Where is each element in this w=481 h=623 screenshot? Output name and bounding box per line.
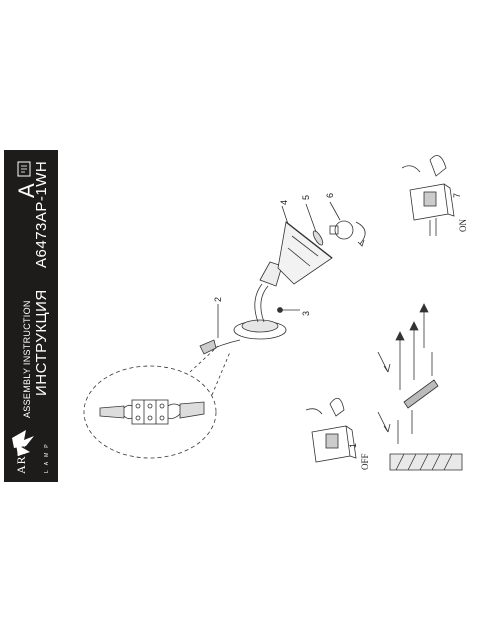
header-banner: [4, 150, 58, 482]
section-letter: A: [14, 183, 39, 198]
junction-box-off: [305, 397, 357, 463]
brand-logo-icon: [12, 430, 34, 456]
lamp-drawing: [199, 201, 366, 355]
brand-name: ARTE: [14, 439, 28, 474]
callout-3: 3: [301, 310, 311, 316]
wall-mounting-detail: [377, 303, 463, 471]
callout-2: 2: [213, 296, 223, 302]
callout-7: 7: [452, 192, 462, 198]
switch-on-label: ON: [458, 219, 468, 232]
model-number: A6473AP-1WH: [33, 160, 50, 268]
callout-6: 6: [325, 192, 335, 198]
switch-off-label: OFF: [360, 453, 370, 470]
callout-1: 1: [348, 442, 358, 448]
callout-5: 5: [301, 194, 311, 200]
instruction-ru-title: ИНСТРУКЦИЯ: [33, 289, 50, 396]
wiring-detail: [83, 345, 231, 459]
assembly-instruction-title: ASSEMBLY INSTRUCTION: [22, 300, 32, 418]
junction-box-on: [401, 155, 455, 236]
callout-4: 4: [279, 199, 289, 205]
page-icon: [17, 161, 31, 177]
brand-subtitle: LAMP: [44, 439, 50, 473]
